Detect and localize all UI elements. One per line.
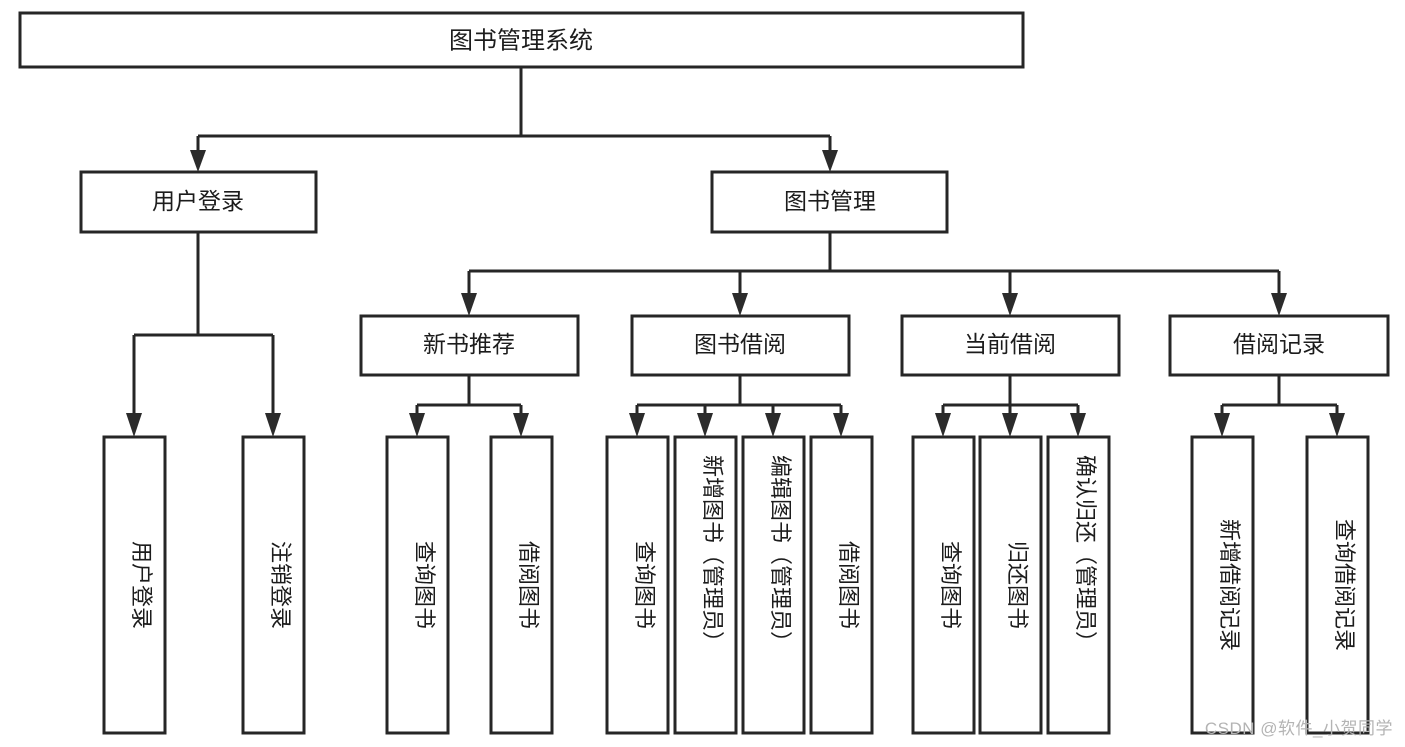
node-book-borrow-label: 图书借阅 xyxy=(694,331,786,357)
connector-layer xyxy=(126,67,1345,437)
arrow-icon-leaf-1 xyxy=(126,413,142,437)
node-new-book-rec[interactable]: 新书推荐 xyxy=(359,314,580,377)
node-leaf-9-label: 查询图书 xyxy=(938,541,963,629)
node-leaf-4[interactable]: 借阅图书 xyxy=(489,435,554,735)
node-book-manage-label: 图书管理 xyxy=(784,188,876,214)
node-root-box[interactable] xyxy=(18,11,1025,69)
node-leaf-7[interactable]: 编辑图书（管理员） xyxy=(741,435,806,735)
node-leaf-1-label: 用户登录 xyxy=(129,541,154,629)
node-leaf-6-box[interactable] xyxy=(673,435,738,735)
arrow-icon-leaf-9 xyxy=(935,413,951,437)
node-leaf-11-box[interactable] xyxy=(1046,435,1111,735)
node-leaf-6-label: 新增图书（管理员） xyxy=(700,455,725,653)
arrow-icon-current-borrow xyxy=(1002,293,1018,316)
arrow-icon-leaf-3 xyxy=(409,413,425,437)
node-book-manage-box[interactable] xyxy=(710,170,949,234)
node-leaf-11[interactable]: 确认归还（管理员） xyxy=(1046,435,1111,735)
node-root[interactable]: 图书管理系统 xyxy=(18,11,1025,69)
arrow-icon-leaf-6 xyxy=(697,413,713,437)
node-leaf-8-label: 借阅图书 xyxy=(836,541,861,629)
node-new-book-rec-label: 新书推荐 xyxy=(423,331,515,357)
node-leaf-9[interactable]: 查询图书 xyxy=(911,435,976,735)
arrow-icon-leaf-8 xyxy=(833,413,849,437)
node-book-manage[interactable]: 图书管理 xyxy=(710,170,949,234)
node-leaf-2[interactable]: 注销登录 xyxy=(241,435,306,735)
node-root-label: 图书管理系统 xyxy=(449,27,593,54)
arrow-icon-leaf-2 xyxy=(265,413,281,437)
arrow-icon-borrow-record xyxy=(1271,293,1287,316)
node-leaf-5-box[interactable] xyxy=(605,435,670,735)
arrow-icon-new-book-rec xyxy=(461,293,477,316)
node-borrow-record[interactable]: 借阅记录 xyxy=(1168,314,1390,377)
node-leaf-7-label: 编辑图书（管理员） xyxy=(768,455,793,653)
node-book-borrow-box[interactable] xyxy=(630,314,851,377)
arrow-icon-leaf-13 xyxy=(1329,413,1345,437)
arrow-icon-leaf-10 xyxy=(1002,413,1018,437)
node-leaf-13-label: 查询借阅记录 xyxy=(1332,519,1357,651)
arrow-icon-user-login xyxy=(190,150,206,172)
node-new-book-rec-box[interactable] xyxy=(359,314,580,377)
node-leaf-6[interactable]: 新增图书（管理员） xyxy=(673,435,738,735)
node-leaf-10-label: 归还图书 xyxy=(1005,541,1030,629)
arrow-icon-book-manage xyxy=(822,150,838,172)
arrow-icon-leaf-5 xyxy=(629,413,645,437)
arrow-icon-leaf-7 xyxy=(765,413,781,437)
node-leaf-12-box[interactable] xyxy=(1190,435,1255,735)
node-leaf-12-label: 新增借阅记录 xyxy=(1217,519,1242,651)
node-leaf-7-box[interactable] xyxy=(741,435,806,735)
arrow-icon-leaf-4 xyxy=(513,413,529,437)
node-leaf-2-box[interactable] xyxy=(241,435,306,735)
node-leaf-12[interactable]: 新增借阅记录 xyxy=(1190,435,1255,735)
node-leaf-3-label: 查询图书 xyxy=(412,541,437,629)
node-leaf-3-box[interactable] xyxy=(385,435,450,735)
node-leaf-8[interactable]: 借阅图书 xyxy=(809,435,874,735)
node-current-borrow-box[interactable] xyxy=(900,314,1121,377)
node-leaf-1[interactable]: 用户登录 xyxy=(102,435,167,735)
node-leaf-8-box[interactable] xyxy=(809,435,874,735)
node-leaf-11-label: 确认归还（管理员） xyxy=(1073,455,1098,653)
node-leaf-10[interactable]: 归还图书 xyxy=(978,435,1043,735)
node-user-login-label: 用户登录 xyxy=(152,188,244,214)
node-leaf-10-box[interactable] xyxy=(978,435,1043,735)
leaf-nodes-layer: 用户登录 注销登录 查询图书 借阅图书 查询图书 新增图书（管理员） xyxy=(102,435,1370,735)
node-borrow-record-label: 借阅记录 xyxy=(1233,331,1325,357)
node-leaf-13-box[interactable] xyxy=(1305,435,1370,735)
node-current-borrow-label: 当前借阅 xyxy=(964,331,1056,357)
node-leaf-4-box[interactable] xyxy=(489,435,554,735)
node-leaf-2-label: 注销登录 xyxy=(268,541,293,629)
node-leaf-9-box[interactable] xyxy=(911,435,976,735)
node-current-borrow[interactable]: 当前借阅 xyxy=(900,314,1121,377)
node-borrow-record-box[interactable] xyxy=(1168,314,1390,377)
node-user-login[interactable]: 用户登录 xyxy=(79,170,318,234)
node-leaf-1-box[interactable] xyxy=(102,435,167,735)
arrow-icon-leaf-11 xyxy=(1070,413,1086,437)
node-user-login-box[interactable] xyxy=(79,170,318,234)
node-leaf-5[interactable]: 查询图书 xyxy=(605,435,670,735)
node-leaf-5-label: 查询图书 xyxy=(632,541,657,629)
watermark-text: CSDN @软件_小贺同学 xyxy=(1204,719,1393,738)
node-leaf-3[interactable]: 查询图书 xyxy=(385,435,450,735)
node-leaf-13[interactable]: 查询借阅记录 xyxy=(1305,435,1370,735)
node-book-borrow[interactable]: 图书借阅 xyxy=(630,314,851,377)
arrow-icon-book-borrow xyxy=(732,293,748,316)
node-leaf-4-label: 借阅图书 xyxy=(516,541,541,629)
arrow-icon-leaf-12 xyxy=(1214,413,1230,437)
